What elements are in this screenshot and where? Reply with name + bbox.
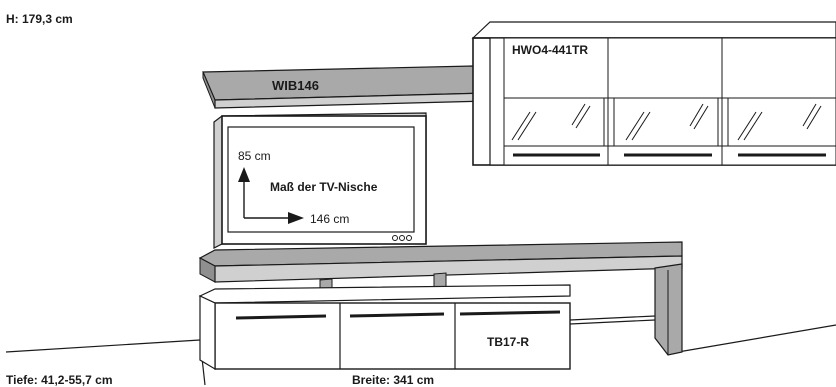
wall-cabinet bbox=[471, 21, 836, 166]
tv bbox=[213, 112, 427, 249]
arrow-right-icon bbox=[288, 212, 304, 224]
tv-niche-caption: Maß der TV-Nische bbox=[270, 180, 378, 194]
tv-width-value: 146 cm bbox=[310, 212, 349, 226]
height-label: H: 179,3 cm bbox=[6, 12, 73, 26]
wall-cabinet-label: HWO4-441TR bbox=[512, 43, 588, 57]
depth-label: Tiefe: 41,2-55,7 cm bbox=[6, 373, 113, 387]
tv-height-value: 85 cm bbox=[238, 149, 271, 163]
tv-board-label: TB17-R bbox=[487, 335, 529, 349]
width-label: Breite: 341 cm bbox=[352, 373, 435, 387]
wall-shelf bbox=[202, 65, 490, 109]
arrow-up-icon bbox=[238, 167, 250, 182]
tv-board bbox=[198, 241, 683, 371]
tv-button-icon bbox=[392, 235, 398, 241]
tv-button-icon bbox=[399, 235, 405, 241]
wall-shelf-label: WIB146 bbox=[272, 78, 319, 93]
tv-button-icon bbox=[406, 235, 412, 241]
